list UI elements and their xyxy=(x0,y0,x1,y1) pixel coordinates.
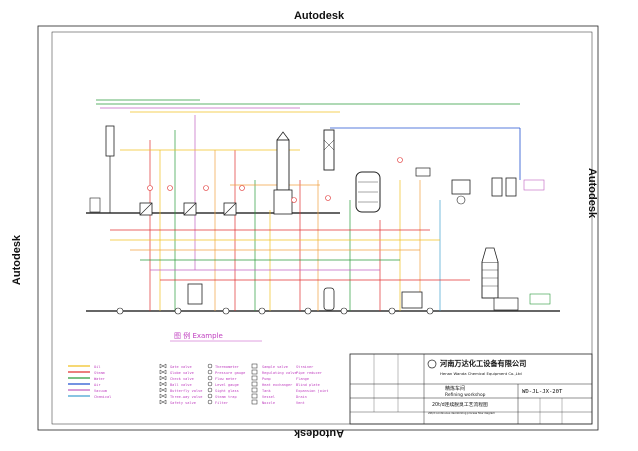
outer-frame xyxy=(37,25,599,431)
company-name-cn: 河南万达化工设备有限公司 xyxy=(440,359,526,368)
legend: Oil Steam Water Air Vacuum Chemical Gate… xyxy=(68,363,328,405)
company-name-en: Henan Wanda Chemical Equipment Co.,Ltd xyxy=(440,371,522,376)
instrument-bubbles xyxy=(147,157,403,203)
company-logo-icon xyxy=(427,359,437,369)
separator-column-left xyxy=(105,125,115,157)
drawing-title-cn: 20t/d连续脱臭工艺流程图 xyxy=(432,401,488,408)
drawing-title-en: 20t/d Continuous deodorizing process flo… xyxy=(428,411,495,415)
lower-tank-center xyxy=(323,287,335,311)
heat-exchanger-3 xyxy=(223,202,237,216)
watermark-top: Autodesk xyxy=(293,10,345,22)
legend-c4-2: Pump xyxy=(262,377,271,381)
storage-tank-1 xyxy=(491,177,503,197)
workshop-en: Refining workshop xyxy=(445,392,486,398)
storage-tank-2 xyxy=(505,177,517,197)
lower-filter-unit xyxy=(401,291,423,309)
legend-c1-2: Water xyxy=(94,377,106,381)
vacuum-pump-unit xyxy=(451,179,471,195)
legend-c3-1: Pressure gauge xyxy=(215,371,245,375)
legend-c5-0: Strainer xyxy=(296,365,314,369)
legend-c2-1: Globe valve xyxy=(170,371,194,375)
example-label: 图 例 Example xyxy=(174,331,223,340)
legend-c4-6: Nozzle xyxy=(262,401,275,405)
legend-c5-4: Expansion joint xyxy=(296,389,328,393)
legend-c1-3: Air xyxy=(94,383,101,387)
legend-c1-4: Vacuum xyxy=(94,389,107,393)
water-pool xyxy=(493,297,519,311)
legend-c4-3: Heat exchanger xyxy=(262,383,293,387)
heat-exchanger-1 xyxy=(139,202,153,216)
legend-c5-1: Pipe reducer xyxy=(296,371,323,375)
legend-c1-0: Oil xyxy=(94,365,101,369)
pump-left xyxy=(89,197,101,213)
legend-c2-3: Ball valve xyxy=(170,383,192,387)
legend-c3-5: Steam trap xyxy=(215,395,237,399)
legend-c3-0: Thermometer xyxy=(215,365,240,369)
heat-exchanger-2 xyxy=(183,202,197,216)
legend-c2-4: Butterfly valve xyxy=(170,389,202,393)
title-block xyxy=(349,353,593,425)
deodorizer-column xyxy=(276,139,290,191)
tank-right-small xyxy=(415,167,431,177)
label-box-right xyxy=(523,179,545,191)
packed-tower xyxy=(323,129,335,171)
legend-c4-5: Vessel xyxy=(262,395,275,399)
legend-c4-0: Sample valve xyxy=(262,365,288,369)
legend-c2-6: Safety valve xyxy=(170,401,196,405)
legend-c1-1: Steam xyxy=(94,371,105,375)
drawing-number: WD-JL-JX-20T xyxy=(522,389,563,395)
legend-c1-5: Chemical xyxy=(94,395,111,399)
legend-c5-5: Drain xyxy=(296,395,307,399)
inner-frame xyxy=(51,31,593,425)
legend-c2-2: Check valve xyxy=(170,377,194,381)
legend-c2-5: Three-way valve xyxy=(170,395,202,399)
pumps-lower-row xyxy=(116,307,434,315)
legend-c4-4: Tank xyxy=(262,389,271,393)
lower-tank-left xyxy=(187,283,203,305)
legend-c3-2: Flow meter xyxy=(215,377,237,381)
label-box-bottom-right xyxy=(529,293,551,305)
legend-c2-0: Gate valve xyxy=(170,365,192,369)
legend-c3-3: Level gauge xyxy=(215,383,239,387)
legend-c3-6: Filter xyxy=(215,401,229,405)
workshop-cn: 精炼车间 xyxy=(445,385,465,392)
legend-c5-3: Blind plate xyxy=(296,383,320,387)
legend-c3-4: Sight glass xyxy=(215,389,239,393)
legend-c5-2: Flange xyxy=(296,377,309,381)
cooling-tower xyxy=(481,247,499,299)
deodorizer-base xyxy=(273,189,293,215)
legend-c5-6: Vent xyxy=(296,401,305,405)
legend-c4-1: Regulating valve xyxy=(262,371,297,375)
